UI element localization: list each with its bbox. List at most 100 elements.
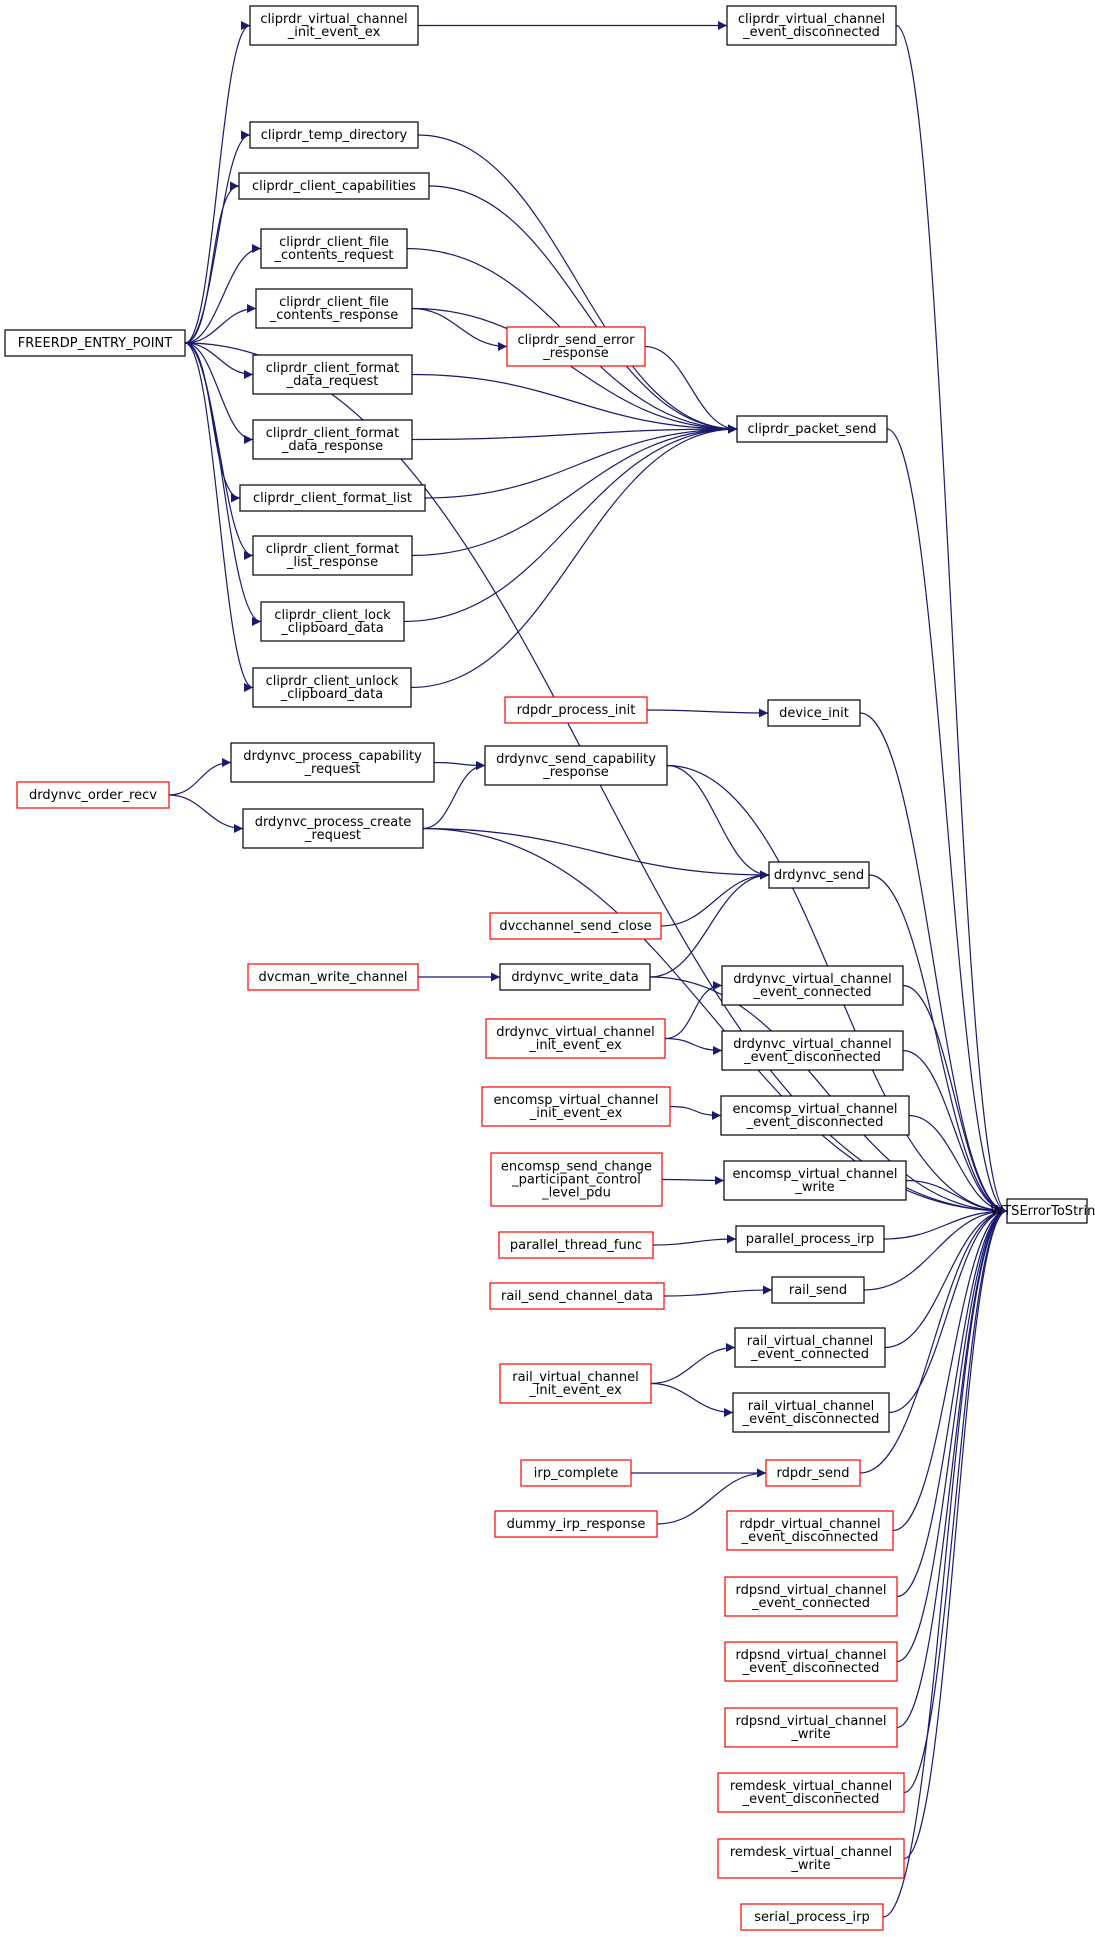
node-encomsp-send-change-participant-control-level-pdu[interactable]: encomsp_send_change_participant_control_… [490, 1152, 663, 1207]
node-rdpsnd-virtual-channel-write[interactable]: rdpsnd_virtual_channel_write [724, 1707, 898, 1748]
node-cliprdr-client-lock-clipboard-data[interactable]: cliprdr_client_lock_clipboard_data [260, 601, 405, 642]
node-label: device_init [779, 706, 849, 721]
node-rdpdr-send[interactable]: rdpdr_send [765, 1459, 861, 1487]
node-remdesk-virtual-channel-write[interactable]: remdesk_virtual_channel_write [717, 1838, 905, 1879]
node-encomsp-virtual-channel-event-disconnected[interactable]: encomsp_virtual_channel_event_disconnect… [720, 1095, 910, 1136]
node-label: _level_pdu [541, 1186, 611, 1201]
edge-freerdp-entry-point-to-cliprdr-client-capabilities [184, 181, 240, 344]
node-label: _list_response [286, 555, 378, 570]
node-cliprdr-client-format-list[interactable]: cliprdr_client_format_list [239, 484, 426, 512]
node-box [249, 5, 419, 46]
node-box [481, 1086, 671, 1127]
node-label: rdpdr_send [777, 1466, 850, 1481]
edge-cliprdr-client-format-list-response-to-cliprdr-packet-send [411, 424, 738, 557]
edge-rail-send-to-wtserrortostring [863, 1206, 1008, 1291]
node-label: _init_event_ex [287, 25, 381, 40]
edge-cliprdr-client-format-data-response-to-cliprdr-packet-send [411, 424, 738, 441]
edge-encomsp-send-change-participant-control-level-pdu-to-encomsp-virtual-channel-write [661, 1175, 725, 1185]
node-cliprdr-client-file-contents-request[interactable]: cliprdr_client_file_contents_request [260, 228, 408, 269]
node-rdpdr-process-init[interactable]: rdpdr_process_init [504, 696, 648, 724]
node-box [717, 1772, 905, 1813]
node-drdynvc-virtual-channel-event-disconnected[interactable]: drdynvc_virtual_channel_event_disconnect… [721, 1030, 904, 1071]
node-label: _event_connected [750, 1347, 869, 1362]
node-rail-virtual-channel-init-event-ex[interactable]: rail_virtual_channel_init_event_ex [499, 1363, 652, 1404]
edge-cliprdr-client-format-list-to-cliprdr-packet-send [424, 424, 738, 499]
node-box [520, 1459, 632, 1487]
node-encomsp-virtual-channel-init-event-ex[interactable]: encomsp_virtual_channel_init_event_ex [481, 1086, 671, 1127]
node-label: dvcman_write_channel [258, 970, 407, 985]
node-box [249, 121, 419, 149]
node-parallel-thread-func[interactable]: parallel_thread_func [498, 1231, 654, 1259]
node-box [504, 696, 648, 724]
node-label: parallel_process_irp [746, 1232, 875, 1247]
edge-drdynvc-send-capability-response-to-drdynvc-send [666, 764, 770, 880]
node-wtserrortostring[interactable]: WTSErrorToString [990, 1198, 1095, 1224]
node-dummy-irp-response[interactable]: dummy_irp_response [494, 1510, 658, 1538]
node-cliprdr-virtual-channel-init-event-ex[interactable]: cliprdr_virtual_channel_init_event_ex [249, 5, 419, 46]
node-drdynvc-virtual-channel-event-connected[interactable]: drdynvc_virtual_channel_event_connected [721, 965, 904, 1006]
edge-rdpsnd-virtual-channel-event-disconnected-to-wtserrortostring [896, 1206, 1008, 1663]
node-parallel-process-irp[interactable]: parallel_process_irp [735, 1225, 885, 1253]
node-box [734, 1327, 886, 1368]
node-label: parallel_thread_func [510, 1238, 642, 1253]
node-drdynvc-process-capability-request[interactable]: drdynvc_process_capability_request [230, 742, 435, 783]
node-freerdp-entry-point[interactable]: FREERDP_ENTRY_POINT [4, 329, 186, 357]
node-encomsp-virtual-channel-write[interactable]: encomsp_virtual_channel_write [723, 1160, 907, 1201]
node-label: _event_disconnected [746, 1115, 884, 1130]
node-box [490, 1152, 663, 1207]
edge-encomsp-virtual-channel-write-to-wtserrortostring [905, 1179, 1008, 1216]
node-rdpsnd-virtual-channel-event-connected[interactable]: rdpsnd_virtual_channel_event_connected [724, 1576, 898, 1617]
edge-drdynvc-virtual-channel-event-connected-to-wtserrortostring [902, 984, 1008, 1216]
node-irp-complete[interactable]: irp_complete [520, 1459, 632, 1487]
node-cliprdr-client-format-data-request[interactable]: cliprdr_client_format_data_request [252, 354, 413, 395]
node-label: _contents_request [274, 248, 394, 263]
node-drdynvc-virtual-channel-init-event-ex[interactable]: drdynvc_virtual_channel_init_event_ex [485, 1018, 666, 1059]
node-cliprdr-client-capabilities[interactable]: cliprdr_client_capabilities [238, 172, 430, 200]
node-cliprdr-client-unlock-clipboard-data[interactable]: cliprdr_client_unlock_clipboard_data [252, 667, 412, 708]
node-dvcman-write-channel[interactable]: dvcman_write_channel [247, 963, 419, 991]
node-box [230, 742, 435, 783]
node-box [720, 1095, 910, 1136]
node-drdynvc-send[interactable]: drdynvc_send [768, 861, 870, 889]
node-cliprdr-client-format-data-response[interactable]: cliprdr_client_format_data_response [252, 419, 413, 460]
node-rdpdr-virtual-channel-event-disconnected[interactable]: rdpdr_virtual_channel_event_disconnected [726, 1510, 894, 1551]
edge-cliprdr-temp-directory-to-cliprdr-packet-send [417, 134, 738, 434]
node-cliprdr-client-format-list-response[interactable]: cliprdr_client_format_list_response [252, 535, 413, 576]
node-box [252, 535, 413, 576]
node-drdynvc-send-capability-response[interactable]: drdynvc_send_capability_response [484, 745, 668, 786]
edge-dummy-irp-response-to-rdpdr-send [656, 1468, 767, 1525]
node-cliprdr-client-file-contents-response[interactable]: cliprdr_client_file_contents_response [255, 288, 413, 329]
edge-freerdp-entry-point-to-cliprdr-client-file-contents-request [184, 244, 262, 344]
node-cliprdr-packet-send[interactable]: cliprdr_packet_send [736, 415, 888, 443]
node-label: WTSErrorToString [990, 1204, 1095, 1219]
node-rail-virtual-channel-event-disconnected[interactable]: rail_virtual_channel_event_disconnected [732, 1392, 890, 1433]
node-remdesk-virtual-channel-event-disconnected[interactable]: remdesk_virtual_channel_event_disconnect… [717, 1772, 905, 1813]
node-box [252, 419, 413, 460]
edge-freerdp-entry-point-to-cliprdr-client-format-data-request [184, 342, 254, 379]
node-dvcchannel-send-close[interactable]: dvcchannel_send_close [489, 912, 662, 940]
node-label: cliprdr_virtual_channel [260, 12, 407, 27]
node-label: drdynvc_virtual_channel [733, 1037, 891, 1052]
node-drdynvc-process-create-request[interactable]: drdynvc_process_create_request [242, 808, 424, 849]
node-rail-virtual-channel-event-connected[interactable]: rail_virtual_channel_event_connected [734, 1327, 886, 1368]
node-box [242, 808, 424, 849]
node-serial-process-irp[interactable]: serial_process_irp [740, 1903, 884, 1931]
node-drdynvc-order-recv[interactable]: drdynvc_order_recv [16, 781, 170, 809]
node-label: _event_connected [751, 1596, 870, 1611]
node-label: dvcchannel_send_close [499, 919, 651, 934]
node-rdpsnd-virtual-channel-event-disconnected[interactable]: rdpsnd_virtual_channel_event_disconnecte… [724, 1641, 898, 1682]
node-label: drdynvc_virtual_channel [733, 972, 891, 987]
node-rail-send-channel-data[interactable]: rail_send_channel_data [489, 1282, 665, 1310]
edge-drdynvc-virtual-channel-init-event-ex-to-drdynvc-virtual-channel-event-connected [664, 981, 723, 1040]
node-rail-send[interactable]: rail_send [771, 1276, 865, 1304]
node-box [732, 1392, 890, 1433]
node-cliprdr-send-error-response[interactable]: cliprdr_send_error_response [506, 326, 646, 367]
node-cliprdr-temp-directory[interactable]: cliprdr_temp_directory [249, 121, 419, 149]
node-cliprdr-virtual-channel-event-disconnected[interactable]: cliprdr_virtual_channel_event_disconnect… [726, 5, 897, 46]
node-label: cliprdr_client_format_list [253, 491, 412, 506]
node-device-init[interactable]: device_init [767, 699, 861, 727]
node-label: rdpsnd_virtual_channel [736, 1583, 887, 1598]
edge-freerdp-entry-point-to-cliprdr-client-format-list-response [184, 342, 254, 560]
node-drdynvc-write-data[interactable]: drdynvc_write_data [499, 963, 651, 991]
